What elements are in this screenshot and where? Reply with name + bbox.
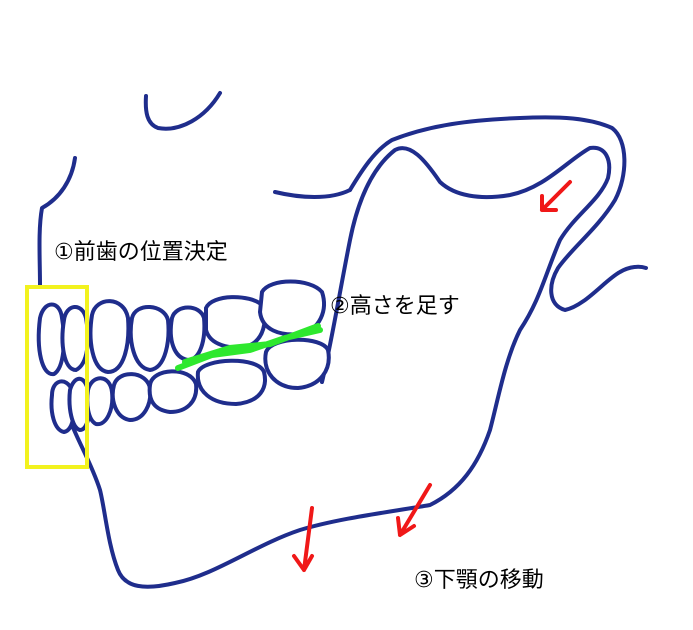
upper-teeth — [36, 279, 326, 376]
coronoid-outline — [348, 115, 648, 312]
arrow-icon — [540, 180, 572, 212]
maxilla-line — [273, 188, 352, 199]
label-step1-front-teeth-position: ①前歯の位置決定 — [54, 240, 228, 265]
label-step2-add-height: ②高さを足す — [330, 294, 460, 319]
front-teeth-highlight-box — [25, 285, 89, 469]
orbit-outline — [143, 91, 222, 131]
arrow-icon — [396, 483, 432, 537]
face-profile — [37, 156, 77, 287]
lower-teeth — [49, 337, 331, 435]
mandible-outline — [70, 145, 612, 589]
occlusal-height-addition — [175, 323, 323, 371]
label-step3-mandible-movement: ③下顎の移動 — [414, 568, 544, 593]
arrow-icon — [292, 506, 314, 572]
